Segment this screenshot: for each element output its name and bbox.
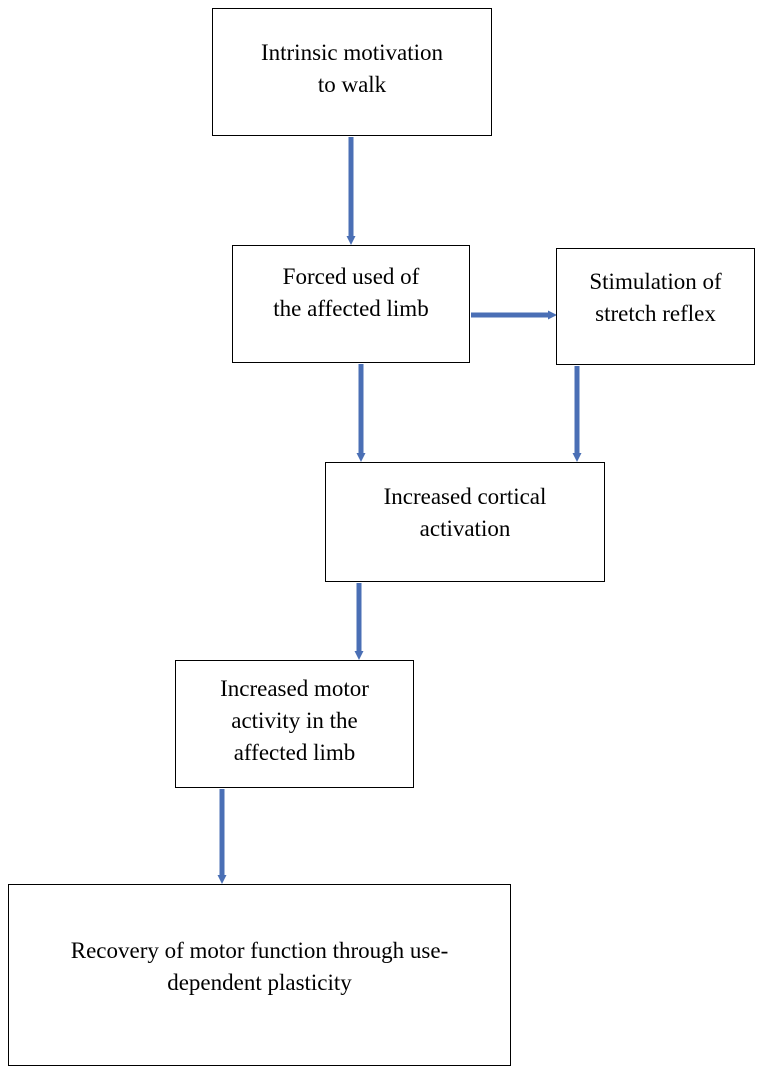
node-label-line: Stimulation of [589,269,722,294]
arrow-cortical-to-motor [354,583,364,660]
arrow-forced-to-stretch [471,310,557,320]
node-label-line: affected limb [233,740,356,765]
node-forced-use: Forced used of the affected limb [232,245,470,363]
node-recovery: Recovery of motor function through use- … [8,884,511,1066]
node-motor-activity-text: Increased motor activity in the affected… [220,673,369,787]
arrow-intrinsic-to-forced [346,137,356,245]
node-label-line: Increased cortical [383,484,547,509]
node-stretch-reflex: Stimulation of stretch reflex [556,248,755,365]
node-label-line: Intrinsic motivation [260,40,444,65]
arrow-motor-to-recovery [217,789,227,884]
arrow-head [354,651,364,660]
arrow-head [548,310,557,320]
node-stretch-reflex-text: Stimulation of stretch reflex [589,266,721,364]
arrow-head [346,236,356,245]
node-label-line: Forced used of [282,264,420,289]
node-label-line: stretch reflex [595,301,716,326]
node-intrinsic-motivation-text: Intrinsic motivation to walk [261,37,443,135]
node-cortical-activation: Increased cortical activation [325,462,605,582]
arrow-head [572,453,582,462]
node-label-line: activation [419,516,511,541]
node-label-line: Recovery of motor function through use- [70,938,449,963]
node-intrinsic-motivation: Intrinsic motivation to walk [212,8,492,136]
node-label-line: to walk [317,72,387,97]
arrow-head [356,453,366,462]
node-label-line: dependent plasticity [167,970,352,995]
arrow-stretch-to-cortical [572,366,582,462]
node-label-line: the affected limb [273,296,429,321]
node-motor-activity: Increased motor activity in the affected… [175,660,414,788]
node-recovery-text: Recovery of motor function through use- … [71,935,449,1065]
node-forced-use-text: Forced used of the affected limb [273,261,428,362]
arrow-forced-to-cortical [356,364,366,462]
node-label-line: Increased motor [220,676,369,701]
node-cortical-activation-text: Increased cortical activation [384,481,547,581]
arrow-head [217,875,227,884]
node-label-line: activity in the [231,708,358,733]
